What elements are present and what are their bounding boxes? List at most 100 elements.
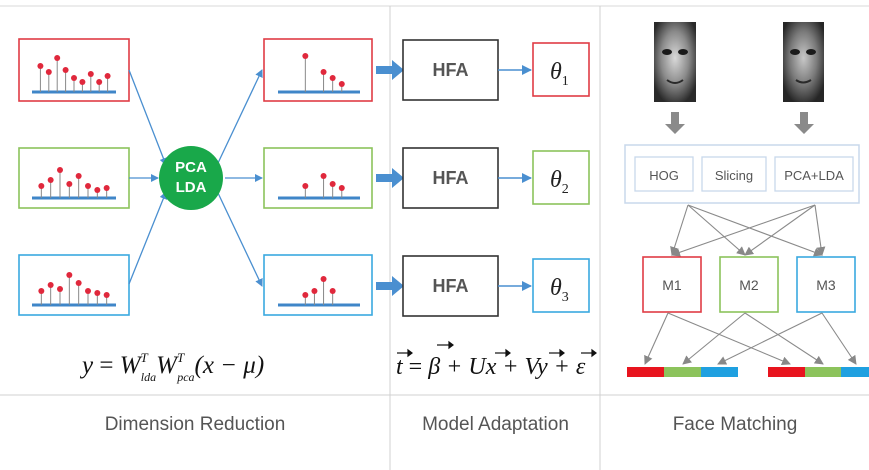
model-box-m1 (642, 256, 702, 313)
model-label-m1: M1 (662, 277, 682, 293)
stem-marker (320, 69, 327, 75)
stem-marker (85, 288, 91, 294)
ms-3 (682, 312, 746, 365)
pm-6 (814, 204, 826, 256)
pm-2 (687, 204, 746, 256)
face2-eye-left (790, 49, 800, 55)
slicing-box (701, 156, 767, 192)
score-bar-1-green (664, 367, 701, 377)
model-label-m2: M2 (739, 277, 759, 293)
stem-marker (104, 73, 111, 79)
hog-label: HOG (649, 168, 679, 183)
ms-4 (744, 312, 824, 365)
stem-marker (103, 292, 110, 298)
hfa-label-1: HFA (433, 60, 469, 80)
model-formula-text: t = β + Ux + Vy + ε (396, 354, 586, 380)
face-image-2 (783, 22, 824, 102)
stem-marker (38, 288, 45, 294)
score-bars (627, 367, 869, 377)
stem-marker (75, 280, 82, 286)
model-box-m3 (796, 256, 856, 313)
stem-marker (320, 173, 327, 179)
arrows-from-pca (217, 69, 263, 287)
score-bar-2-blue (841, 367, 869, 377)
pm-1 (670, 204, 689, 256)
pm-3 (687, 204, 823, 257)
down-arrow-icon (665, 112, 685, 134)
thick-arrow-1 (376, 60, 404, 80)
arrows-to-pca (128, 69, 168, 285)
face2-eye-right (806, 49, 816, 55)
theta-3: θ3 (550, 275, 569, 305)
thick-arrow-3 (376, 276, 404, 296)
ms-5 (717, 312, 823, 365)
hfa-box-1 (402, 39, 499, 101)
hog-box (634, 156, 694, 192)
theta-box-1 (532, 42, 590, 97)
section-label-dimension-reduction: Dimension Reduction (104, 414, 286, 435)
hfa-box-3 (402, 255, 499, 317)
pca-lda-box (774, 156, 854, 192)
theta-boxes: θ1 θ2 θ3 (532, 42, 590, 313)
stem-marker (94, 187, 101, 193)
arrow-out-3 (217, 192, 263, 287)
stem-marker (338, 185, 345, 191)
stem-marker (302, 183, 309, 189)
pm-4 (671, 204, 816, 257)
output-signal-boxes (263, 38, 373, 316)
vector-arrows (397, 340, 597, 358)
stem-marker (329, 288, 336, 294)
hfa-to-theta-arrows (498, 65, 532, 291)
score-bar-1-blue (701, 367, 738, 377)
model-boxes: M1 M2 M3 (642, 256, 856, 313)
stem-marker (54, 55, 61, 61)
stem-marker (302, 292, 309, 298)
hfa-label-3: HFA (433, 276, 469, 296)
stem-plot-reduced-green (278, 173, 360, 200)
score-bar-2-green (805, 367, 841, 377)
face1-eye-right (678, 49, 688, 55)
arrow-in-3 (128, 191, 168, 285)
hfa-label-2: HFA (433, 168, 469, 188)
stem-marker (47, 282, 54, 288)
stem-marker (302, 53, 309, 59)
down-arrows (665, 112, 814, 134)
model-to-score-arrows (644, 312, 857, 366)
pm-5 (744, 204, 816, 256)
stem-plot-input-blue (32, 272, 116, 307)
lda-label: LDA (176, 179, 207, 196)
arrow-out-1 (217, 69, 263, 164)
face1-mouth (666, 79, 684, 84)
face-images (654, 22, 824, 102)
stem-marker (79, 79, 86, 85)
stem-marker (329, 75, 336, 81)
stem-marker (45, 69, 52, 75)
stem-marker (85, 183, 91, 189)
stem-marker (47, 177, 54, 183)
face1-eye-left (662, 49, 672, 55)
model-formula: t = β + Ux + Vy + ε (396, 340, 597, 380)
down-arrow-icon (794, 112, 814, 134)
slicing-label: Slicing (715, 168, 753, 183)
section-label-model-adaptation: Model Adaptation (422, 414, 569, 435)
score-bar-2-red (768, 367, 805, 377)
stem-plot-input-green (32, 167, 116, 200)
hfa-boxes: HFA HFA HFA (402, 39, 499, 317)
feature-steps: HOG Slicing PCA+LDA (634, 156, 854, 192)
theta-box-3 (532, 258, 590, 313)
theta-box-2 (532, 150, 590, 205)
stem-marker (38, 183, 45, 189)
hfa-input-arrows (376, 60, 404, 296)
section-label-face-matching: Face Matching (672, 414, 798, 435)
stem-marker (96, 79, 103, 85)
stem-marker (75, 173, 82, 179)
stem-plot-reduced-blue (278, 276, 360, 307)
stem-marker (37, 63, 44, 69)
stem-plots (32, 53, 360, 307)
pca-lda-node (159, 146, 223, 210)
stem-marker (338, 81, 345, 87)
face-image-1 (654, 22, 696, 102)
stem-plot-reduced-red (278, 53, 360, 94)
face2-mouth (795, 79, 812, 84)
